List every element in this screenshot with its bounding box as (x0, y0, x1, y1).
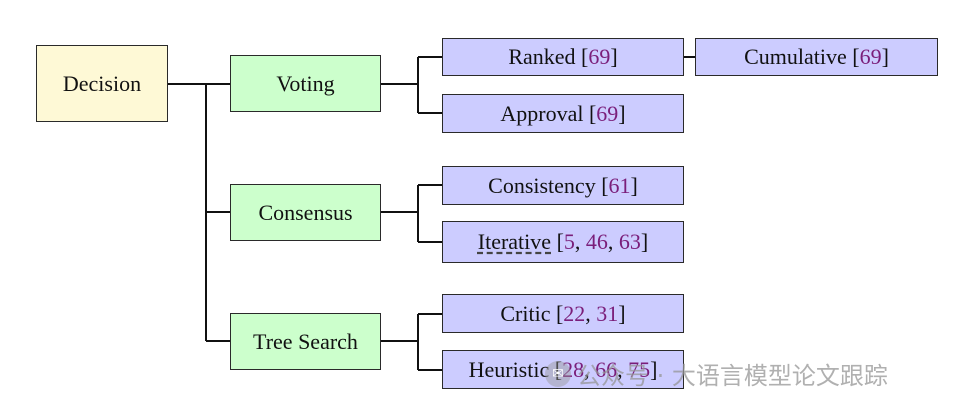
category-node-voting: Voting (230, 55, 381, 112)
citation: [28, 66, 75] (554, 356, 658, 382)
method-node: Approval [69] (442, 94, 684, 133)
category-node-tree-search: Tree Search (230, 313, 381, 370)
method-name: Consistency (488, 172, 596, 198)
method-label: Iterative [5, 46, 63] (478, 229, 648, 255)
root-node-decision: Decision (36, 45, 168, 122)
method-label: Critic [22, 31] (500, 301, 625, 327)
method-node: Heuristic [28, 66, 75] (442, 350, 684, 389)
citation: [61] (601, 172, 638, 198)
method-label: Consistency [61] (488, 173, 638, 199)
citation: [69] (581, 44, 618, 69)
citation-link[interactable]: 5 (563, 229, 575, 254)
citation: [5, 46, 63] (556, 229, 649, 254)
category-node-consensus: Consensus (230, 184, 381, 241)
citation: [22, 31] (555, 300, 626, 326)
method-node: Critic [22, 31] (442, 294, 684, 333)
citation-link[interactable]: 63 (618, 229, 641, 254)
method-name: Iterative (477, 229, 552, 254)
citation-link[interactable]: 66 (595, 356, 618, 382)
category-label: Consensus (258, 199, 353, 225)
method-label: Approval [69] (500, 101, 625, 127)
citation-link[interactable]: 75 (628, 356, 651, 382)
watermark: ✉ 公众号 · 大语言模型论文跟踪 (545, 356, 888, 391)
citation-link[interactable]: 28 (562, 356, 585, 382)
category-label: Tree Search (253, 328, 358, 354)
method-label: Cumulative [69] (744, 44, 889, 70)
method-node: Ranked [69] (442, 38, 684, 76)
citation: [69] (588, 100, 626, 126)
citation-link[interactable]: 22 (563, 300, 586, 326)
citation-link[interactable]: 31 (596, 300, 619, 326)
citation-link[interactable]: 69 (596, 100, 619, 126)
citation: [69] (852, 44, 889, 69)
method-label: Ranked [69] (508, 44, 617, 70)
method-label: Heuristic [28, 66, 75] (469, 357, 658, 383)
category-label: Voting (276, 70, 335, 96)
method-node: Cumulative [69] (695, 38, 938, 76)
root-label: Decision (62, 70, 142, 96)
method-name: Ranked (508, 44, 576, 69)
method-name: Heuristic (468, 356, 550, 382)
method-name: Approval (500, 100, 584, 126)
method-name: Critic (500, 300, 551, 326)
method-name: Cumulative (744, 44, 847, 69)
citation-link[interactable]: 46 (585, 229, 608, 254)
method-node: Consistency [61] (442, 166, 684, 205)
wechat-icon: ✉ (545, 360, 571, 387)
citation-link[interactable]: 61 (608, 172, 631, 198)
citation-link[interactable]: 69 (859, 44, 882, 69)
citation-link[interactable]: 69 (588, 44, 611, 69)
method-node: Iterative [5, 46, 63] (442, 221, 684, 263)
watermark-text: 公众号 · 大语言模型论文跟踪 (577, 362, 888, 390)
